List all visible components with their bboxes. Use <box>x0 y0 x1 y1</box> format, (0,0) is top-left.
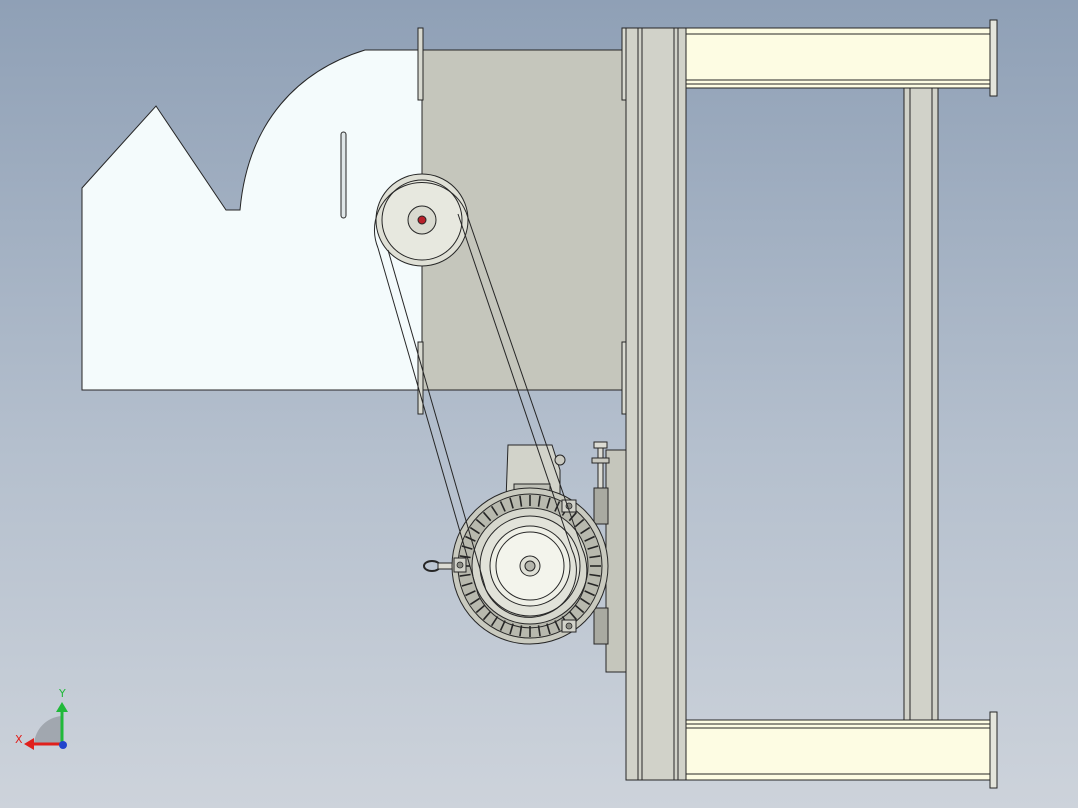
cooling-fin <box>589 555 601 559</box>
cooling-fin <box>469 597 480 606</box>
triad-x-label: X <box>15 733 23 746</box>
cooling-fin <box>490 505 499 516</box>
cooling-fin <box>584 590 595 597</box>
cooling-fin <box>587 582 599 587</box>
cooling-fin <box>546 497 551 509</box>
cooling-fin <box>482 511 492 522</box>
motor-mount-bracket <box>605 449 627 673</box>
cooling-fin <box>580 597 591 606</box>
cooling-fin <box>519 495 523 507</box>
cooling-fin <box>589 573 601 577</box>
housing-side-plate[interactable] <box>81 49 423 391</box>
drive-pulley[interactable] <box>489 525 571 607</box>
cooling-fin <box>459 555 471 559</box>
cooling-fin <box>568 610 578 621</box>
cooling-fin <box>465 535 476 542</box>
cooling-fin <box>499 501 506 512</box>
v-belt[interactable] <box>373 181 588 629</box>
driven-pulley[interactable] <box>375 173 469 267</box>
frame-beam-top[interactable] <box>685 27 993 89</box>
flange-bottom-left <box>417 341 424 415</box>
cooling-fin <box>568 511 578 522</box>
cooling-fin <box>587 545 599 550</box>
cooling-fin <box>580 526 591 535</box>
tension-bolt[interactable] <box>597 445 604 489</box>
frame-beam-bottom[interactable] <box>685 719 993 781</box>
cooling-fin <box>490 616 499 627</box>
beam-end-plate-bottom <box>989 711 998 789</box>
cooling-fin <box>459 573 471 577</box>
flange-top-left <box>417 27 424 101</box>
cooling-fins <box>459 495 601 637</box>
cooling-fin <box>475 604 486 614</box>
coordinate-triad-icon[interactable] <box>24 702 68 750</box>
cooling-fin <box>461 545 473 550</box>
cooling-fin <box>574 604 585 614</box>
triad-y-label: Y <box>59 687 66 700</box>
lifting-eye <box>423 560 455 572</box>
cooling-fin <box>465 590 476 597</box>
frame-column-left[interactable] <box>625 27 687 781</box>
cooling-fin <box>574 518 585 528</box>
cooling-fin <box>509 497 514 509</box>
cooling-fin <box>475 518 486 528</box>
cooling-fin <box>482 610 492 621</box>
cooling-fin <box>584 535 595 542</box>
cooling-fin <box>461 582 473 587</box>
adjustment-slot <box>340 131 347 219</box>
cooling-fin <box>469 526 480 535</box>
beam-end-plate-top <box>989 19 998 97</box>
frame-column-right[interactable] <box>903 87 939 721</box>
cooling-fin <box>537 495 541 507</box>
